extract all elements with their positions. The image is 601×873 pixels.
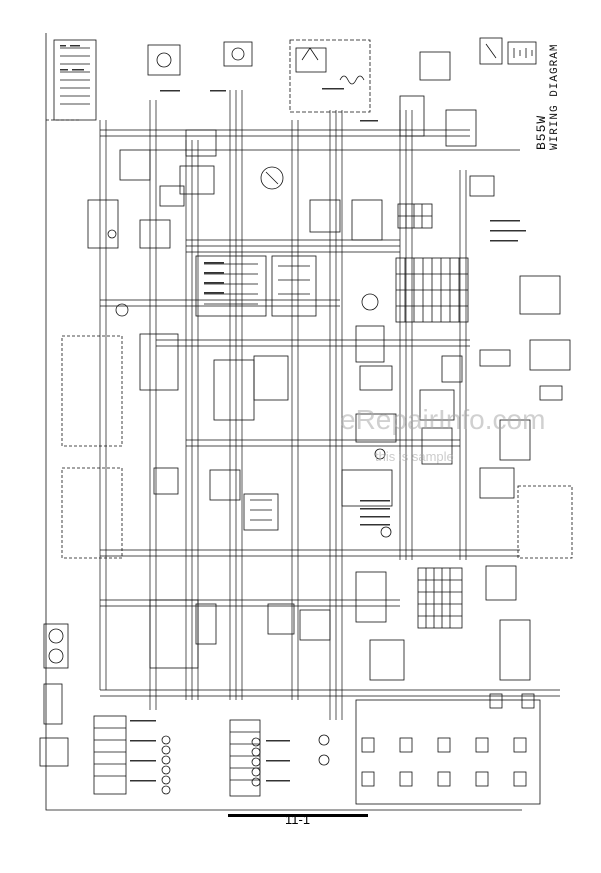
page-number: 11-1 <box>285 812 311 827</box>
glow-plug-heater <box>339 75 365 85</box>
terminal-strip-center <box>229 719 261 797</box>
starter-motor <box>260 166 284 190</box>
upper-mid-components <box>179 95 495 241</box>
watermark-site: eRepairInfo.com <box>340 404 546 435</box>
lamp-row-left <box>161 735 171 795</box>
right-side-components <box>441 275 571 681</box>
speaker <box>374 448 392 538</box>
wire-labels <box>60 45 526 782</box>
battery <box>507 41 537 65</box>
gauge-connector <box>39 623 69 767</box>
lamp-row-center <box>251 737 261 787</box>
optional-flasher-panel <box>517 485 573 559</box>
model-title: B55W <box>534 114 549 150</box>
left-side-components <box>87 149 185 317</box>
terminal-strip-left <box>93 715 127 795</box>
fuse-box <box>395 257 469 323</box>
relay-block-lower <box>243 493 279 531</box>
optional-work-lamp-panel <box>61 335 123 559</box>
diode-connector-grid <box>417 567 463 629</box>
relay-bank-2 <box>271 255 317 317</box>
drawing-border <box>45 33 522 811</box>
battery-relay <box>419 37 503 81</box>
ignition-switch-block <box>53 39 97 121</box>
fuel-pump-motor <box>361 293 379 311</box>
starter-relay <box>147 44 181 76</box>
indicator-circles <box>318 734 330 766</box>
connector-grid <box>397 203 433 229</box>
solenoid-panel-frames <box>355 699 541 805</box>
relay-bank <box>195 255 267 317</box>
alternator <box>223 41 253 67</box>
solenoid-valves <box>361 693 535 787</box>
switch-panel <box>213 355 289 421</box>
diagram-title: WIRING DIAGRAM <box>549 43 561 150</box>
engine-block <box>289 39 371 113</box>
main-harness-trunk <box>99 90 467 720</box>
mid-switches <box>153 325 455 681</box>
page-number-bar <box>228 814 368 817</box>
controller-box <box>139 333 217 669</box>
watermark-note: this is sample <box>375 449 454 464</box>
